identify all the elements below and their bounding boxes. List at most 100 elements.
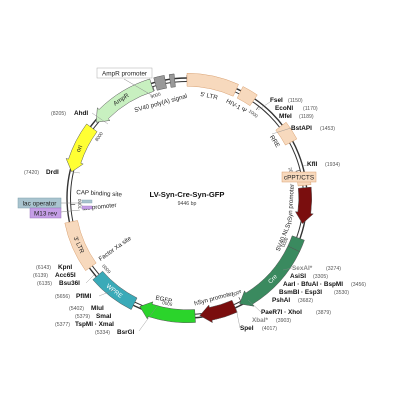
svg-text:BstAPI: BstAPI — [291, 125, 312, 132]
svg-text:AarI · BfuAI · BspMI: AarI · BfuAI · BspMI — [283, 281, 343, 288]
tick-mark — [152, 86, 155, 91]
svg-text:BsrGI: BsrGI — [117, 329, 135, 336]
plasmid-title: LV-Syn-Cre-Syn-GFP — [150, 190, 225, 199]
svg-text:TspMI · XmaI: TspMI · XmaI — [75, 321, 114, 328]
feature-egfp — [139, 301, 196, 323]
svg-text:DrdI: DrdI — [46, 169, 59, 176]
tick-label: 3000 — [280, 237, 289, 249]
svg-text:(3274): (3274) — [326, 266, 341, 272]
tick-label: 4000 — [231, 289, 243, 298]
feature-3-ltr — [64, 220, 97, 271]
feature-hiv-1 — [236, 86, 258, 107]
svg-text:BsmBI · Esp3I: BsmBI · Esp3I — [279, 289, 322, 296]
site-mfei: MfeI (1189) — [279, 113, 314, 120]
svg-text:(8205): (8205) — [51, 111, 66, 117]
feature-sv40-poly-a-signal — [153, 75, 167, 91]
m13-rev-callout: M13 rev — [29, 207, 81, 219]
cppt-callout: cPPT/CTS — [281, 171, 317, 183]
plasmid-size: 9446 bp — [178, 201, 197, 207]
svg-text:(3530): (3530) — [334, 290, 349, 296]
svg-text:(6139): (6139) — [33, 273, 48, 279]
feature-wpre — [92, 270, 138, 310]
svg-text:Bsu36I: Bsu36I — [59, 280, 80, 287]
site-drdi: (7420) DrdI — [24, 169, 81, 176]
tick-label: 7000 — [77, 198, 83, 209]
site-bsu36i: (6135) Bsu36I — [37, 274, 95, 287]
site-kfli: KflI (1934) — [302, 161, 340, 168]
m13-rev-box — [29, 207, 62, 219]
svg-text:PaeR7I · XhoI: PaeR7I · XhoI — [261, 309, 302, 316]
feature-ori — [65, 123, 98, 173]
svg-text:SpeI: SpeI — [240, 325, 254, 332]
feature-marker-14 — [168, 73, 176, 88]
site-bstapi: BstAPI (1453) — [271, 125, 335, 135]
svg-text:(1189): (1189) — [299, 114, 314, 120]
svg-text:AsiSI: AsiSI — [290, 273, 306, 280]
svg-text:AhdI: AhdI — [74, 110, 88, 117]
svg-text:(5334): (5334) — [95, 330, 110, 336]
feature-label-rre: RRE — [268, 134, 281, 149]
tick-label: 9000 — [150, 91, 162, 99]
svg-text:(5377): (5377) — [55, 322, 70, 328]
site-fsei: FseI (1150) — [257, 97, 303, 111]
cppt-label: cPPT/CTS — [284, 175, 314, 182]
inner-label-factor-xa-site: Factor Xa site — [98, 235, 134, 263]
svg-text:PflMI: PflMI — [76, 293, 91, 300]
svg-text:(1934): (1934) — [325, 162, 340, 168]
feature-label-hsyn-promoter: hSyn promoter — [287, 184, 296, 225]
svg-text:(1150): (1150) — [288, 98, 303, 104]
svg-text:(3682): (3682) — [298, 298, 313, 304]
svg-text:(5402): (5402) — [69, 306, 84, 312]
site-pshai: PshAI (3682) — [272, 297, 313, 304]
svg-text:(3879): (3879) — [316, 310, 331, 316]
site-acc65i: (6139) Acc65I — [33, 272, 76, 279]
tick-label: 5000 — [161, 300, 172, 307]
tick-mark — [255, 106, 260, 111]
svg-text:SexAI*: SexAI* — [292, 265, 313, 272]
site-paer7i-xhoi: PaeR7I · XhoI (3879) — [247, 299, 331, 316]
svg-text:KflI: KflI — [307, 161, 318, 168]
ampr-promoter-box — [96, 67, 153, 79]
tick-label: 1000 — [248, 108, 259, 119]
tick-label: 6000 — [101, 263, 112, 274]
feature-rre — [275, 121, 298, 146]
site-pflmi: (5656) PflMI — [55, 289, 115, 300]
cppt-box — [281, 171, 317, 183]
feature-label-5-ltr: 5' LTR — [200, 91, 219, 102]
svg-text:(1453): (1453) — [320, 126, 335, 132]
svg-text:XbaI*: XbaI* — [252, 317, 268, 324]
svg-text:(3903): (3903) — [276, 318, 291, 324]
m13-rev-feature — [81, 205, 93, 210]
site-xbai: XbaI* (3903) — [252, 317, 291, 324]
tick-label: 8000 — [94, 131, 104, 143]
site-bsrgi: (5334) BsrGI — [95, 304, 159, 336]
svg-text:FseI: FseI — [270, 97, 283, 104]
tick-mark — [295, 169, 301, 172]
sites-left: (5334) BsrGI (5377) TspMI · XmaI (5379) … — [24, 110, 159, 336]
site-aari-bfuai-bspmi: AarI · BfuAI · BspMI (3456) — [283, 281, 366, 288]
sites-right: FseI (1150) EcoNI (1170) MfeI (1189) Bst… — [235, 97, 366, 332]
lac-operator-feature — [81, 199, 93, 204]
inner-label-cap-binding-site: CAP binding site — [76, 189, 122, 198]
m13-rev-label: M13 rev — [34, 211, 58, 218]
feature-cre — [239, 245, 300, 307]
svg-text:(3456): (3456) — [351, 282, 366, 288]
site-smai: (5379) SmaI — [75, 313, 111, 320]
site-econi: EcoNI (1170) — [275, 105, 318, 112]
svg-text:(5656): (5656) — [55, 294, 70, 300]
site-kpni: (6143) KpnI — [36, 264, 72, 271]
svg-text:(6135): (6135) — [37, 281, 52, 287]
site-spei: SpeI (4017) — [235, 307, 277, 332]
svg-text:(7420): (7420) — [24, 170, 39, 176]
site-ahdi: (8205) AhdI — [51, 110, 109, 125]
feature-hsyn-promoter — [294, 186, 314, 225]
svg-text:KpnI: KpnI — [58, 264, 72, 271]
site-bsmbi-esp3i: BsmBI · Esp3I (3530) — [279, 289, 349, 296]
feature-5-ltr — [186, 72, 239, 97]
svg-text:MluI: MluI — [91, 305, 104, 312]
svg-text:EcoNI: EcoNI — [275, 105, 293, 112]
site-mlui: (5402) MluI — [69, 305, 104, 312]
svg-text:(4017): (4017) — [262, 326, 277, 332]
